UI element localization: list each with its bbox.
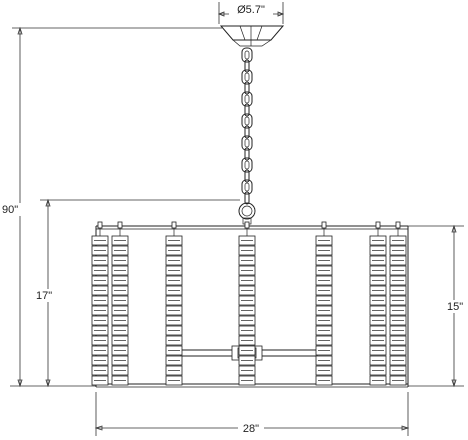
chain-link [241,113,253,129]
chain-link [244,103,250,117]
column-cap [375,221,381,229]
chain-link [241,157,253,173]
hanging-ring [238,202,256,225]
crystal-column [369,221,387,386]
column-cap [171,221,177,229]
chain-link [244,169,250,183]
column-cap [97,221,103,229]
ceiling-canopy [219,25,285,47]
chain-link [244,147,250,161]
crystal-column [165,221,183,386]
chain-link-inner [244,72,250,82]
chain-link [244,59,250,73]
width-dimension: 28" [94,392,410,436]
crystal-column [238,221,256,386]
fixture-height-dimension: 17" [34,198,240,388]
chain-link [244,81,250,95]
chain-link [241,69,253,85]
crystal-column [111,221,129,386]
chain-link-inner [244,182,250,192]
chain-link-inner [244,50,250,60]
column-cap [321,221,327,229]
chain-link-inner [244,160,250,170]
fixture-height-label: 17" [36,290,52,302]
canopy-diameter-label: Ø5.7" [237,4,265,16]
column-cap [244,221,250,229]
column-cap [395,221,401,229]
crystal-columns [91,221,407,386]
chain-link [241,91,253,107]
width-label: 28" [243,423,259,435]
column-cap [117,221,123,229]
overall-height-dimension: 90" [0,26,222,388]
chain-link [241,47,253,63]
chain-link-inner [244,94,250,104]
chain-link [241,135,253,151]
overall-height-label: 90" [2,204,18,216]
crystal-column [389,221,407,386]
chain-link [241,179,253,195]
chain-link-inner [244,138,250,148]
crystal-column [315,221,333,386]
crystal-column [91,221,109,386]
canopy-diameter-dimension: Ø5.7" [217,2,285,24]
chain-link [244,125,250,139]
hanging-chain [241,47,253,205]
chain-link [244,191,250,205]
chain-link-inner [244,116,250,126]
shade-height-label: 15" [447,301,463,313]
shade-height-dimension: 15" [408,224,468,388]
